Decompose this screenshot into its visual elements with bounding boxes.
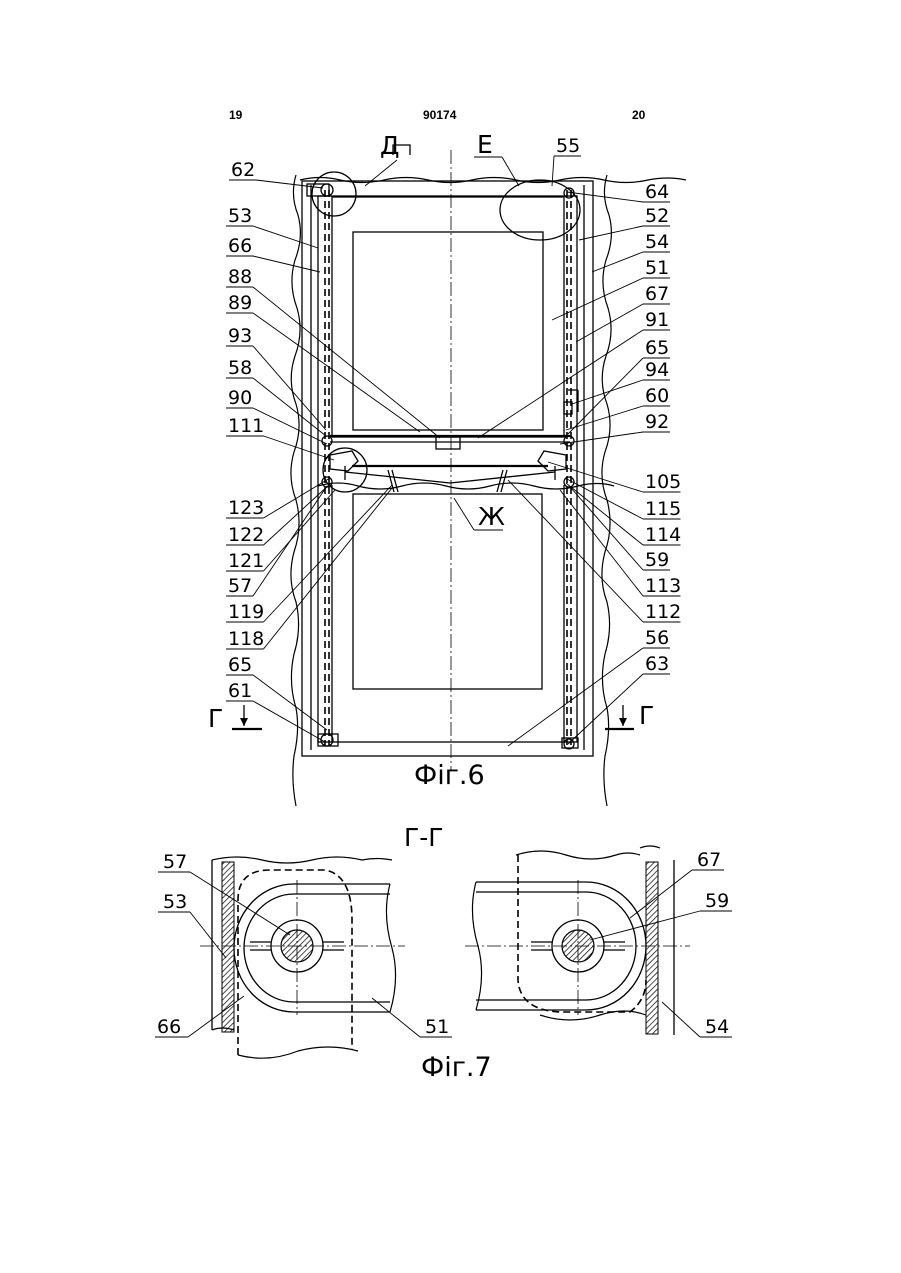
callout-123: 123 bbox=[228, 497, 264, 519]
callout-92: 92 bbox=[645, 411, 669, 433]
fig6-drawing: Д Е Ж Г Г 625366888993589011112312212157… bbox=[208, 130, 686, 806]
callout-65: 65 bbox=[228, 654, 252, 676]
callout-54: 54 bbox=[645, 231, 669, 253]
callout-121: 121 bbox=[228, 550, 264, 572]
fig6-left-labels: 62 53 66 88 89 93 58 90 111 123 122 121 57 119 118 65 61 bbox=[226, 159, 440, 742]
callout-leader bbox=[568, 674, 643, 744]
fig7-label-57: 57 bbox=[163, 851, 187, 873]
callout-115: 115 bbox=[645, 498, 681, 520]
callout-leader bbox=[592, 252, 643, 272]
callout-leader bbox=[552, 278, 643, 320]
section-title: Г-Г bbox=[404, 823, 444, 852]
callout-58: 58 bbox=[228, 357, 252, 379]
fig7-label-59: 59 bbox=[705, 890, 729, 912]
callout-55: 55 bbox=[556, 135, 580, 157]
view-label-zh: Ж bbox=[478, 502, 505, 531]
callout-leader bbox=[253, 256, 320, 272]
callout-114: 114 bbox=[645, 524, 681, 546]
fig7-drawing: Г-Г bbox=[155, 823, 732, 1083]
callout-112: 112 bbox=[645, 601, 681, 623]
callout-90: 90 bbox=[228, 387, 252, 409]
callout-leader bbox=[264, 436, 335, 460]
fig7-label-66: 66 bbox=[157, 1016, 181, 1038]
callout-67: 67 bbox=[645, 283, 669, 305]
callout-56: 56 bbox=[645, 627, 669, 649]
callout-leader bbox=[264, 484, 331, 545]
fig7-label-67: 67 bbox=[697, 849, 721, 871]
callout-61: 61 bbox=[228, 680, 252, 702]
callout-66: 66 bbox=[228, 235, 252, 257]
page-number-right: 20 bbox=[632, 108, 646, 122]
callout-91: 91 bbox=[645, 309, 669, 331]
callout-53: 53 bbox=[228, 205, 252, 227]
callout-leader bbox=[253, 313, 420, 432]
callout-60: 60 bbox=[645, 385, 669, 407]
fig6-caption: Фіг.6 bbox=[414, 760, 485, 791]
callout-leader bbox=[253, 287, 440, 438]
callout-57: 57 bbox=[228, 575, 252, 597]
callout-64: 64 bbox=[645, 181, 669, 203]
callout-leader bbox=[264, 478, 331, 518]
callout-leader bbox=[253, 226, 318, 248]
callout-113: 113 bbox=[645, 575, 681, 597]
callout-leader bbox=[568, 358, 643, 434]
callout-88: 88 bbox=[228, 266, 252, 288]
callout-65: 65 bbox=[645, 337, 669, 359]
callout-leader bbox=[264, 485, 393, 622]
fig7-label-53: 53 bbox=[163, 891, 187, 913]
callout-105: 105 bbox=[645, 471, 681, 493]
fig7-caption: Фіг.7 bbox=[421, 1052, 492, 1083]
callout-52: 52 bbox=[645, 205, 669, 227]
callout-leader bbox=[478, 330, 643, 438]
callout-62: 62 bbox=[231, 159, 255, 181]
callout-111: 111 bbox=[228, 415, 264, 437]
callout-122: 122 bbox=[228, 524, 264, 546]
page-number-left: 19 bbox=[229, 108, 243, 122]
callout-59: 59 bbox=[645, 549, 669, 571]
fig6-right-labels: 55 6452 54 51 67 91 6594 60 92 105 115 114 59 113 112 5… bbox=[478, 135, 681, 746]
callout-93: 93 bbox=[228, 325, 252, 347]
callout-leader bbox=[253, 701, 325, 742]
callout-leader bbox=[560, 490, 643, 596]
callout-89: 89 bbox=[228, 292, 252, 314]
view-label-e: Е bbox=[477, 130, 493, 159]
callout-leader bbox=[572, 380, 643, 404]
fig7-label-51: 51 bbox=[425, 1016, 449, 1038]
callout-118: 118 bbox=[228, 628, 264, 650]
callout-leader bbox=[508, 648, 643, 746]
callout-leader bbox=[264, 488, 393, 649]
section-marker-left: Г bbox=[208, 704, 223, 733]
callout-leader bbox=[508, 480, 643, 622]
callout-51: 51 bbox=[645, 257, 669, 279]
callout-leader bbox=[548, 462, 643, 492]
patent-number: 90174 bbox=[423, 108, 457, 122]
fig7-label-54: 54 bbox=[705, 1016, 729, 1038]
callout-94: 94 bbox=[645, 359, 669, 381]
callout-63: 63 bbox=[645, 653, 669, 675]
callout-119: 119 bbox=[228, 601, 264, 623]
section-marker-right: Г bbox=[639, 701, 654, 730]
